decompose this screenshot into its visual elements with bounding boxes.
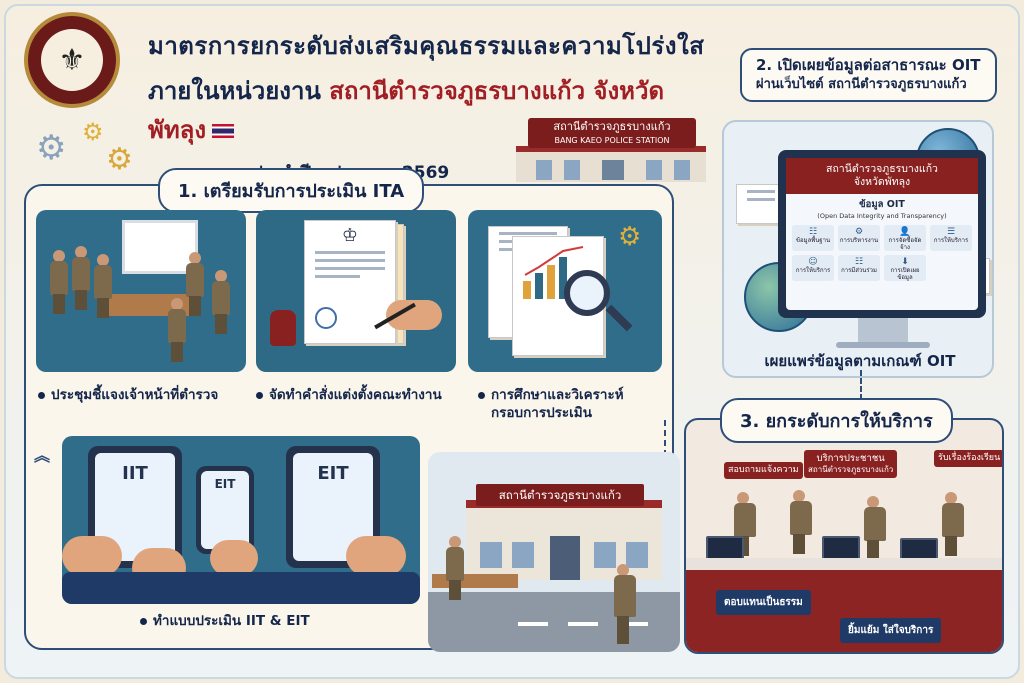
station-sign-en: BANG KAEO POLICE STATION <box>554 136 670 145</box>
station-sign: สถานีตำรวจภูธรบางแก้ว BANG KAEO POLICE S… <box>528 118 696 148</box>
stamp-seal-icon <box>315 307 337 329</box>
tag-fair-response: ตอบแทนเป็นธรรม <box>716 590 811 615</box>
oit-tiles: ☷ข้อมูลพื้นฐาน ⚙การบริหารงาน 👤การจัดซื้อ… <box>786 220 978 286</box>
caption-order: จัดทำคำสั่งแต่งตั้งคณะทำงาน <box>256 386 442 404</box>
tile-administration[interactable]: ⚙การบริหารงาน <box>838 225 880 251</box>
caption-oit: เผยแพร่ข้อมูลตามเกณฑ์ OIT <box>764 352 956 370</box>
page-title: มาตรการยกระดับส่งเสริมคุณธรรมและความโปร่… <box>148 26 708 186</box>
section-2-title: 2. เปิดเผยข้อมูลต่อสาธารณะ OIT ผ่านเว็บไ… <box>740 48 997 102</box>
tile-service[interactable]: ☰การให้บริการ <box>930 225 972 251</box>
gear-icon: ⚙ <box>82 118 104 146</box>
eit-tablet: EIT <box>286 446 380 568</box>
website-screen: สถานีตำรวจภูธรบางแก้ว จังหวัดพัทลุง ข้อม… <box>786 158 978 310</box>
chart-document <box>512 236 604 356</box>
caption-meeting: ประชุมชี้แจงเจ้าหน้าที่ตำรวจ <box>38 386 218 404</box>
police-seal-icon: ⚜ <box>24 12 120 108</box>
section-1-title: 1. เตรียมรับการประเมิน ITA <box>158 168 425 213</box>
sign-public-service: บริการประชาชนสถานีตำรวจภูธรบางแก้ว <box>804 450 898 478</box>
website-header: สถานีตำรวจภูธรบางแก้ว จังหวัดพัทลุง <box>786 158 978 194</box>
analysis-illustration: ⚙ <box>468 210 662 372</box>
gear-icon: ⚙ <box>36 128 67 168</box>
title-line-2-highlight: สถานีตำรวจภูธรบางแก้ว จังหวัดพัทลุง <box>148 77 665 144</box>
station-sign: สถานีตำรวจภูธรบางแก้ว <box>476 484 644 506</box>
eit-phone: EIT <box>196 466 254 554</box>
order-document-illustration: ♔ <box>256 210 456 372</box>
section-3-panel: สอบถามแจ้งความ บริการประชาชนสถานีตำรวจภู… <box>684 418 1004 654</box>
caption-survey: ทำแบบประเมิน IIT & EIT <box>140 612 310 630</box>
section-3-title: 3. ยกระดับการให้บริการ <box>720 398 953 443</box>
monitor-stand <box>858 318 908 344</box>
chevrons-icon: ︽ <box>34 446 51 465</box>
police-station-front-illustration: สถานีตำรวจภูธรบางแก้ว <box>428 452 680 652</box>
station-building <box>516 146 706 182</box>
rubber-stamp-icon <box>270 310 296 346</box>
tag-friendly-service: ยิ้มแย้ม ใส่ใจบริการ <box>840 618 942 643</box>
magnifier-icon <box>564 270 610 316</box>
title-line-2: ภายในหน่วยงาน สถานีตำรวจภูธรบางแก้ว จังห… <box>148 71 708 149</box>
sign-complaints: รับเรื่องร้องเรียน <box>934 450 1002 467</box>
gear-icon: ⚙ <box>618 222 642 252</box>
meeting-illustration <box>36 210 246 372</box>
bar-chart-icon <box>523 246 584 299</box>
thai-flag-icon <box>212 124 235 138</box>
oit-label: ข้อมูล OIT <box>859 199 905 210</box>
tile-participation[interactable]: ☷การมีส่วนร่วม <box>838 255 880 281</box>
presentation-board <box>122 220 198 274</box>
tile-basic-info[interactable]: ☷ข้อมูลพื้นฐาน <box>792 225 834 251</box>
tile-service-2[interactable]: ☺การให้บริการ <box>792 255 834 281</box>
sign-inquiry: สอบถามแจ้งความ <box>724 462 803 479</box>
reception-desk <box>432 574 518 588</box>
gear-icon: ⚙ <box>106 142 133 177</box>
title-line-2-prefix: ภายในหน่วยงาน <box>148 77 330 105</box>
oit-subtitle: (Open Data Integrity and Transparency) <box>817 212 947 220</box>
station-sign-th: สถานีตำรวจภูธรบางแก้ว <box>553 120 671 133</box>
survey-illustration: IIT EIT EIT <box>62 436 420 604</box>
caption-study: การศึกษาและวิเคราะห์ กรอบการประเมิน <box>478 386 624 422</box>
web-window-icon <box>736 184 786 224</box>
tile-procurement[interactable]: 👤การจัดซื้อจัดจ้าง <box>884 225 926 251</box>
tile-disclosure[interactable]: ⬇การเปิดเผยข้อมูล <box>884 255 926 281</box>
title-line-1: มาตรการยกระดับส่งเสริมคุณธรรมและความโปร่… <box>148 32 705 60</box>
police-station-illustration: สถานีตำรวจภูธรบางแก้ว BANG KAEO POLICE S… <box>510 118 710 182</box>
garuda-emblem-icon: ♔ <box>341 225 359 246</box>
oit-website-monitor[interactable]: สถานีตำรวจภูธรบางแก้ว จังหวัดพัทลุง ข้อม… <box>778 150 986 318</box>
